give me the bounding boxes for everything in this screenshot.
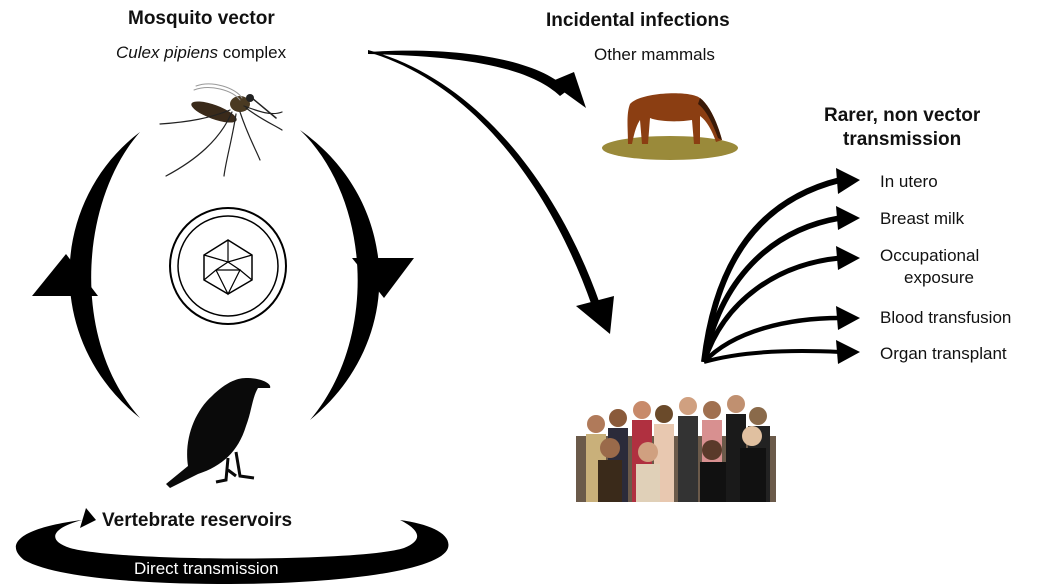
cycle-arrow-right bbox=[300, 130, 380, 420]
rarer-transmission-arrowheads bbox=[836, 168, 860, 364]
route-arrow-organ-transplant bbox=[703, 349, 841, 364]
vector-species-genus: Culex pipiens bbox=[116, 43, 219, 62]
mosquito-icon bbox=[159, 83, 283, 177]
vector-species-rest: complex bbox=[218, 43, 287, 62]
direct-transmission-label: Direct transmission bbox=[134, 559, 279, 578]
rarer-title-line2: transmission bbox=[843, 129, 962, 150]
bird-crow-icon bbox=[166, 378, 271, 488]
route-breast-milk: Breast milk bbox=[880, 209, 965, 228]
human-crowd-icon bbox=[576, 395, 776, 502]
cycle-arrowhead-up bbox=[32, 254, 98, 296]
virus-icosahedron-icon bbox=[169, 207, 287, 325]
route-arrow-breast-milk bbox=[701, 215, 841, 363]
route-occupational: Occupational bbox=[880, 246, 980, 265]
route-arrow-in-utero bbox=[701, 177, 841, 363]
route-arrow-occupational bbox=[701, 255, 841, 363]
direct-transmission-loop bbox=[15, 520, 449, 584]
route-arrow-blood-transfusion bbox=[702, 315, 841, 364]
route-organ-transplant: Organ transplant bbox=[880, 344, 1007, 363]
route-occupational-line2: exposure bbox=[904, 268, 974, 287]
cycle-arrow-left bbox=[69, 132, 140, 418]
incidental-title: Incidental infections bbox=[546, 10, 730, 31]
horse-icon bbox=[602, 93, 738, 160]
rarer-title: Rarer, non vector transmission bbox=[824, 104, 980, 152]
arrowhead-to-mammals bbox=[550, 72, 586, 108]
rarer-title-line1: Rarer, non vector bbox=[824, 105, 981, 126]
route-blood-transfusion: Blood transfusion bbox=[880, 308, 1012, 327]
arrowhead-to-humans bbox=[576, 296, 614, 334]
rarer-transmission-arrows bbox=[701, 177, 841, 364]
route-in-utero: In utero bbox=[880, 172, 938, 191]
direct-transmission-arrowhead bbox=[80, 508, 96, 528]
arrow-to-mammals bbox=[368, 50, 568, 96]
vector-species: Culex pipiens complex bbox=[116, 43, 286, 63]
cycle-arrowhead-down bbox=[352, 258, 414, 298]
incidental-subtitle: Other mammals bbox=[594, 45, 715, 64]
reservoir-title: Vertebrate reservoirs bbox=[102, 510, 293, 531]
vector-title: Mosquito vector bbox=[128, 8, 275, 29]
